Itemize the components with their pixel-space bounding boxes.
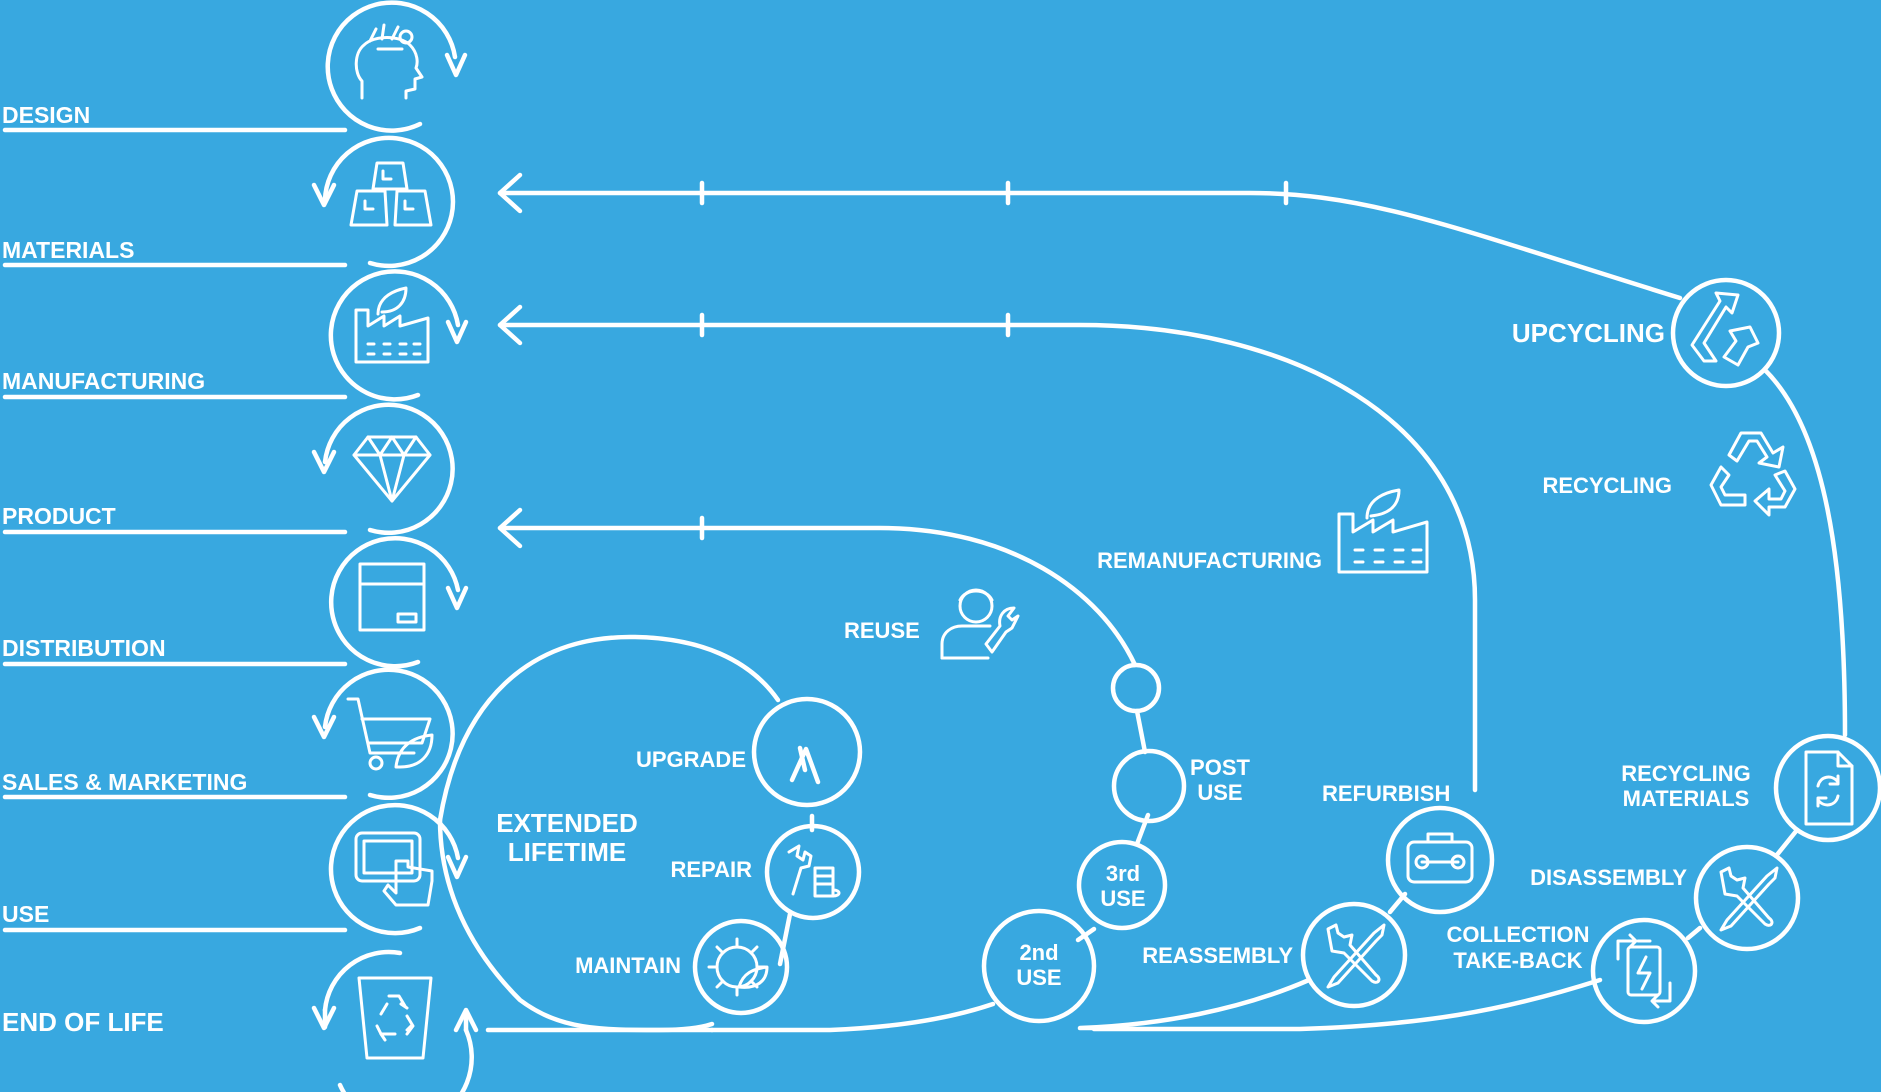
disassembly-node	[1693, 844, 1801, 952]
material-blocks-icon	[349, 161, 433, 227]
repair-label: REPAIR	[671, 857, 753, 882]
recycle-bin-icon	[357, 976, 433, 1060]
gear-leaf-icon	[707, 937, 769, 997]
stage-label-sales-marketing: SALES & MARKETING	[2, 769, 247, 795]
disassembly-label: DISASSEMBLY	[1530, 865, 1687, 890]
collection-node	[1590, 917, 1698, 1025]
stage-label-use: USE	[2, 901, 49, 927]
third-use-label-line1: 3rd	[1106, 861, 1140, 886]
document-recycle-icon	[1804, 750, 1854, 826]
collection-label-line2: TAKE-BACK	[1453, 948, 1582, 973]
maintain-node	[692, 918, 790, 1016]
maintain-label: MAINTAIN	[575, 953, 681, 978]
box-icon	[358, 562, 426, 632]
second-use-node	[981, 908, 1097, 1024]
wrench-spool-icon	[787, 844, 841, 898]
upgrade-node	[751, 696, 863, 808]
extended-lifetime-title-line1: EXTENDED	[496, 808, 638, 838]
person-wrench-icon	[940, 588, 1020, 660]
factory-leaf-icon-2	[1337, 488, 1429, 574]
stage-lines	[2, 127, 348, 933]
cart-leaf-icon	[346, 697, 434, 771]
battery-swap-icon	[1616, 933, 1672, 1009]
repair-node	[764, 823, 862, 921]
remanufacturing-label: REMANUFACTURING	[1097, 548, 1322, 573]
remanufacturing-loop	[497, 304, 1478, 1031]
third-use-node	[1076, 839, 1168, 931]
recycling-materials-node	[1773, 733, 1881, 843]
collection-label-line1: COLLECTION	[1447, 922, 1590, 947]
factory-leaf-icon	[354, 286, 430, 364]
stage-label-end-of-life: END OF LIFE	[2, 1007, 164, 1037]
upcycling-label: UPCYCLING	[1512, 318, 1665, 348]
reuse-label: REUSE	[844, 618, 920, 643]
extended-lifetime-title-line2: LIFETIME	[508, 837, 626, 867]
post-use-label-line2: USE	[1197, 780, 1242, 805]
screwdriver-wrench-icon-2	[1719, 866, 1779, 932]
upgrade-label: UPGRADE	[636, 747, 746, 772]
tablet-touch-icon	[354, 831, 434, 907]
diamond-icon	[352, 435, 432, 503]
recycle-icon	[1709, 431, 1797, 517]
refurbish-label: REFURBISH	[1322, 781, 1450, 806]
third-use-label-line2: USE	[1100, 886, 1145, 911]
screwdriver-wrench-icon	[1326, 923, 1386, 989]
head-ideas-icon	[354, 23, 424, 100]
stage-label-distribution: DISTRIBUTION	[2, 635, 166, 661]
upcycling-arrows-icon	[1690, 291, 1760, 367]
toolbox-icon	[1406, 832, 1474, 884]
reassembly-label: REASSEMBLY	[1142, 943, 1293, 968]
post-use-node	[1111, 748, 1187, 824]
recycling-materials-label-line2: MATERIALS	[1623, 786, 1750, 811]
recycling-loop	[497, 172, 1848, 1032]
stage-label-materials: MATERIALS	[2, 237, 134, 263]
recycling-materials-label-line1: RECYCLING	[1621, 761, 1751, 786]
reuse-small-node	[1110, 662, 1162, 714]
refurbish-node	[1385, 805, 1495, 915]
stage-label-product: PRODUCT	[2, 503, 116, 529]
stage-circles	[311, 0, 479, 1092]
reassembly-node	[1300, 901, 1408, 1009]
post-use-label-line1: POST	[1190, 755, 1250, 780]
upcycling-node	[1670, 277, 1782, 389]
stage-label-manufacturing: MANUFACTURING	[2, 368, 205, 394]
reuse-loop	[497, 507, 1151, 1033]
recycling-label: RECYCLING	[1542, 473, 1672, 498]
stage-label-design: DESIGN	[2, 102, 90, 128]
second-use-label-line1: 2nd	[1019, 940, 1058, 965]
second-use-label-line2: USE	[1016, 965, 1061, 990]
